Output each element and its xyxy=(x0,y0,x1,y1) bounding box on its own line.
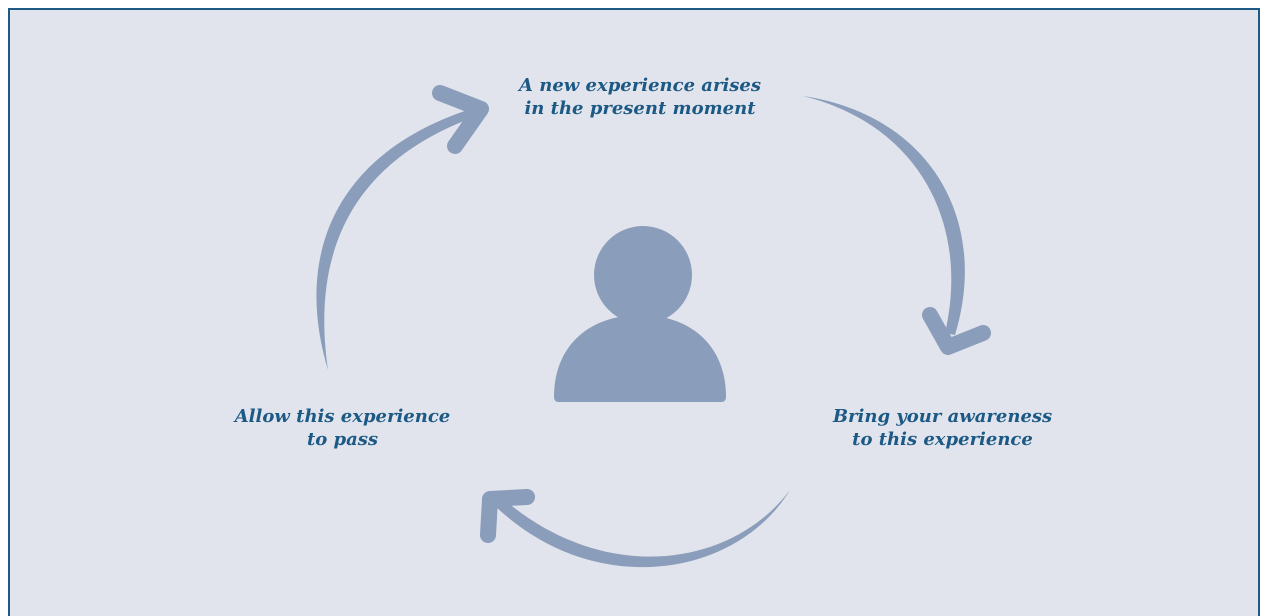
step-label-allow: Allow this experience to pass xyxy=(195,405,490,451)
arrow-awareness-to-allow xyxy=(480,489,790,568)
step-label-arise: A new experience arises in the present m… xyxy=(485,74,795,120)
step-label-line: A new experience arises xyxy=(519,75,761,96)
step-label-line: Bring your awareness xyxy=(832,406,1053,427)
arrow-arise-to-awareness xyxy=(803,96,991,355)
person-icon xyxy=(554,226,726,402)
step-label-awareness: Bring your awareness to this experience xyxy=(800,405,1085,451)
step-label-line: Allow this experience xyxy=(234,406,451,427)
step-label-line: to this experience xyxy=(852,429,1033,450)
arrow-allow-to-arise xyxy=(316,85,489,370)
step-label-line: to pass xyxy=(306,429,379,450)
step-label-line: in the present moment xyxy=(524,98,756,119)
